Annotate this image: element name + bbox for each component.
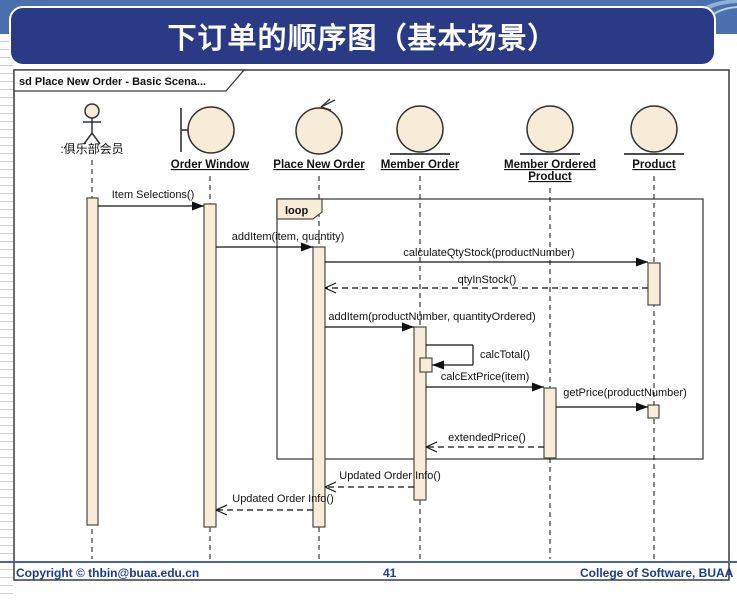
footer-page-number: 41	[383, 566, 397, 580]
msg-calc-ext-price-label: calcExtPrice(item)	[441, 371, 530, 383]
actor-icon	[91, 132, 101, 145]
msg-calc-total-arrowhead	[432, 360, 444, 370]
slide-title-bar: 下订单的顺序图（基本场景）	[9, 6, 716, 66]
msg-item-selections-arrowhead	[192, 201, 204, 211]
boundary-icon	[187, 106, 235, 154]
msg-calculate-qty-stock-arrowhead	[636, 257, 648, 267]
msg-updated-order-info-2-arrowhead	[215, 509, 228, 516]
msg-qty-in-stock-label: qtyInStock()	[458, 274, 517, 286]
msg-updated-order-info-2-label: Updated Order Info()	[232, 493, 334, 505]
msg-updated-order-info-1-label: Updated Order Info()	[339, 470, 441, 482]
control-icon	[320, 99, 336, 108]
control-icon	[295, 107, 343, 155]
label-product: Product	[632, 159, 676, 171]
footer-college: College of Software, BUAA	[580, 566, 734, 580]
footer-bar: Copyright © thbin@buaa.edu.cn 41 College…	[0, 561, 737, 583]
entity-icon	[396, 105, 444, 153]
activation-order-window	[203, 203, 217, 528]
loop-pentagon	[276, 198, 323, 220]
activation-product-price	[647, 404, 660, 419]
msg-additem-product-number-arrowhead	[402, 322, 414, 332]
msg-calculate-qty-stock-label: calculateQtyStock(productNumber)	[403, 247, 574, 259]
msg-additem-product-number-label: addItem(productNumber, quantityOrdered)	[328, 311, 535, 323]
activation-place-new-order	[312, 246, 326, 528]
msg-extended-price-arrowhead	[425, 446, 438, 453]
msg-extended-price-label: extendedPrice()	[448, 432, 526, 444]
loop-label: loop	[285, 205, 308, 217]
msg-qty-in-stock-arrowhead	[324, 282, 337, 289]
entity-icon	[630, 105, 678, 153]
control-icon	[320, 98, 331, 108]
footer-copyright: Copyright © thbin@buaa.edu.cn	[16, 566, 200, 580]
msg-extended-price-arrowhead	[425, 441, 438, 448]
msg-qty-in-stock-arrowhead	[324, 287, 337, 294]
msg-updated-order-info-1-arrowhead	[324, 486, 337, 493]
activation-club-member	[86, 197, 99, 526]
msg-additem-item-quantity-label: addItem(item, quantity)	[232, 231, 345, 243]
label-member-ordered-product: Member Ordered	[504, 159, 596, 171]
label-member-ordered-product: Product	[528, 171, 572, 183]
activation-member-ordered-product	[543, 387, 557, 459]
frame-title-pentagon	[13, 69, 246, 92]
diagram-frame	[13, 69, 730, 581]
label-club-member: :俱乐部会员	[60, 141, 123, 156]
entity-icon	[526, 105, 574, 153]
msg-get-price-label: getPrice(productNumber)	[563, 387, 687, 399]
activation-product-qty	[647, 262, 661, 306]
actor-icon	[84, 103, 100, 119]
label-place-new-order: Place New Order	[273, 159, 365, 171]
msg-get-price-arrowhead	[636, 402, 648, 412]
control-icon	[320, 106, 332, 111]
frame-title: sd Place New Order - Basic Scena...	[19, 76, 206, 88]
activation-member-order-nested	[419, 357, 433, 373]
msg-item-selections-label: Item Selections()	[112, 189, 195, 201]
label-member-order: Member Order	[381, 159, 460, 171]
msg-updated-order-info-2-arrowhead	[215, 504, 228, 511]
msg-additem-item-quantity-arrowhead	[301, 242, 313, 252]
label-order-window: Order Window	[171, 159, 250, 171]
msg-updated-order-info-1-arrowhead	[324, 481, 337, 488]
page-title: 下订单的顺序图（基本场景）	[167, 23, 558, 55]
actor-icon	[83, 132, 93, 145]
left-ruled-stripes	[0, 34, 13, 601]
msg-calc-ext-price-arrowhead	[532, 382, 544, 392]
loop-fragment	[276, 198, 704, 460]
msg-calc-total-label: calcTotal()	[480, 349, 530, 361]
